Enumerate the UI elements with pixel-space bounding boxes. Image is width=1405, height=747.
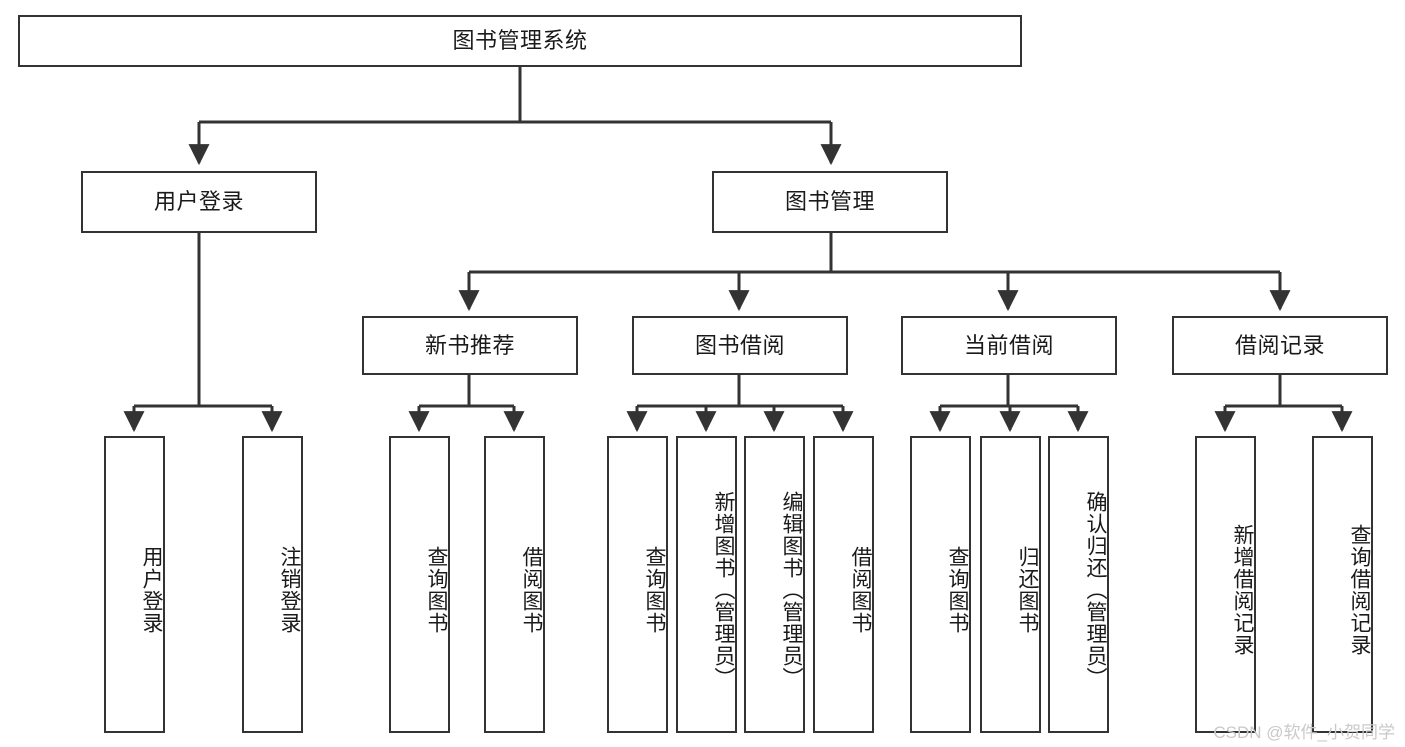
node-system-title[interactable]: 图书管理系统: [18, 15, 1022, 67]
node-leaf-edit-book[interactable]: 编辑图书（管理员）: [744, 436, 805, 733]
node-book-management[interactable]: 图书管理: [712, 171, 948, 233]
node-borrow-record[interactable]: 借阅记录: [1172, 316, 1388, 375]
node-leaf-logout[interactable]: 注销登录: [242, 436, 303, 733]
node-leaf-query-book-1[interactable]: 查询图书: [389, 436, 450, 733]
node-leaf-user-login[interactable]: 用户登录: [104, 436, 165, 733]
node-leaf-return-book[interactable]: 归还图书: [980, 436, 1041, 733]
node-leaf-query-book-2[interactable]: 查询图书: [607, 436, 668, 733]
node-new-book-recommend[interactable]: 新书推荐: [362, 316, 578, 375]
node-user-login[interactable]: 用户登录: [81, 171, 317, 233]
node-leaf-query-record[interactable]: 查询借阅记录: [1312, 436, 1373, 733]
node-leaf-confirm-return[interactable]: 确认归还（管理员）: [1048, 436, 1109, 733]
node-leaf-borrow-book-2[interactable]: 借阅图书: [813, 436, 874, 733]
csdn-watermark: CSDN @软件_小贺同学: [1213, 723, 1395, 742]
node-leaf-add-book[interactable]: 新增图书（管理员）: [676, 436, 737, 733]
node-current-borrow[interactable]: 当前借阅: [901, 316, 1117, 375]
node-book-borrow[interactable]: 图书借阅: [632, 316, 848, 375]
node-leaf-add-record[interactable]: 新增借阅记录: [1195, 436, 1256, 733]
node-leaf-borrow-book-1[interactable]: 借阅图书: [484, 436, 545, 733]
node-leaf-query-book-3[interactable]: 查询图书: [910, 436, 971, 733]
